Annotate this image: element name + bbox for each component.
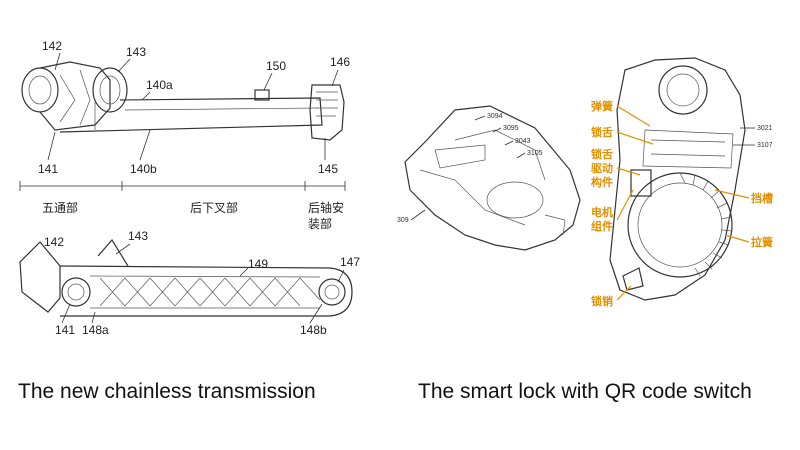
mechanism-part-labels: 3021 3107 [733, 125, 773, 149]
callout-label: 组件 [591, 219, 613, 233]
part-label: 143 [126, 45, 146, 59]
callout-label: 拉簧 [751, 235, 773, 249]
housing-part-labels: 3094 3095 3043 3105 309 [397, 113, 543, 224]
part-label: 3021 [757, 125, 773, 132]
left-caption: The new chainless transmission [18, 380, 316, 403]
part-label: 148b [300, 323, 327, 337]
part-label: 140b [130, 162, 157, 176]
part-label: 3095 [503, 125, 519, 132]
part-label: 145 [318, 162, 338, 176]
part-label: 309 [397, 217, 409, 224]
part-label: 3094 [487, 113, 503, 120]
callout-label: 构件 [591, 175, 613, 189]
callout-label: 驱动 [591, 161, 613, 175]
section-label: 后轴安 [308, 200, 344, 215]
section-label: 五通部 [42, 200, 78, 215]
section-label: 装部 [308, 216, 332, 231]
part-label: 141 [55, 323, 75, 337]
part-label: 147 [340, 255, 360, 269]
chainless-transmission-diagram: 142 143 140a 150 146 141 140b 145 五通部 后下… [19, 39, 360, 337]
part-label: 140a [146, 78, 173, 92]
callout-label: 锁舌 [591, 125, 613, 139]
bottom-section-drawing [19, 238, 353, 317]
part-label: 3105 [527, 150, 543, 157]
part-label: 142 [42, 39, 62, 53]
part-label: 3043 [515, 138, 531, 145]
part-label: 143 [128, 229, 148, 243]
bottom-part-labels: 142 143 149 147 141 148a 148b [44, 229, 360, 337]
section-dimension-line: 五通部 后下叉部 后轴安 装部 [19, 181, 346, 231]
callout-label: 挡槽 [751, 191, 773, 205]
top-chainstay-drawing [21, 61, 345, 141]
smart-lock-diagram: 3094 3095 3043 3105 309 3021 3107 弹簧 锁舌 … [397, 57, 773, 308]
part-label: 146 [330, 55, 350, 69]
part-label: 141 [38, 162, 58, 176]
part-label: 142 [44, 235, 64, 249]
lock-mechanism-drawing [609, 57, 746, 301]
orange-callouts: 弹簧 锁舌 锁舌 驱动 构件 电机 组件 锁销 挡槽 拉簧 [591, 99, 773, 308]
part-label: 148a [82, 323, 109, 337]
right-caption: The smart lock with QR code switch [418, 380, 752, 403]
section-label: 后下叉部 [190, 200, 238, 215]
callout-label: 电机 [591, 205, 613, 219]
callout-label: 锁销 [591, 294, 613, 308]
part-label: 149 [248, 257, 268, 271]
part-label: 150 [266, 59, 286, 73]
callout-label: 弹簧 [591, 99, 613, 113]
callout-label: 锁舌 [591, 147, 613, 161]
lock-housing-drawing [404, 105, 581, 251]
part-label: 3107 [757, 142, 773, 149]
top-part-labels: 142 143 140a 150 146 141 140b 145 [38, 39, 350, 176]
